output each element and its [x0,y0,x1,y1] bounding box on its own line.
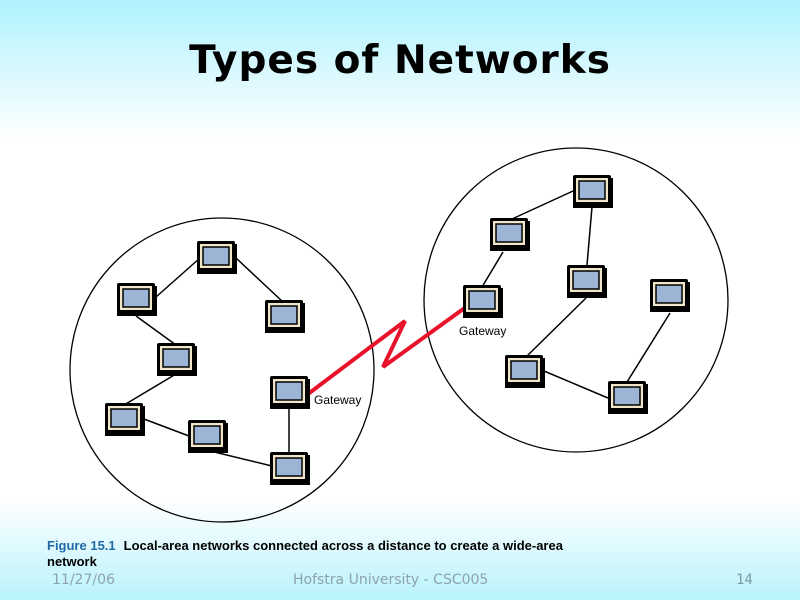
left-lan-boundary [69,217,375,523]
computer-icon [504,354,546,389]
left-gateway-label: Gateway [314,393,361,407]
right-lan-boundary [423,147,729,453]
computer-icon [572,174,614,209]
right-gateway-label: Gateway [459,324,506,338]
computer-icon [269,451,311,486]
computer-icon [649,278,691,313]
computer-icon [116,282,158,317]
computer-icon [566,264,608,299]
gateway-computer-icon [269,375,311,410]
footer-date: 11/27/06 [52,572,115,588]
computer-icon [104,402,146,437]
computer-icon [489,217,531,252]
figure-caption-text: Local-area networks connected across a d… [47,538,563,569]
footer-course: Hofstra University - CSC005 [293,572,489,588]
figure-label: Figure 15.1 [47,538,116,553]
gateway-computer-icon [462,284,504,319]
computer-icon [607,380,649,415]
wan-link [306,305,468,396]
computer-icon [156,342,198,377]
slide-title: Types of Networks [189,38,611,83]
computer-icon [196,240,238,275]
computer-icon [264,299,306,334]
page-number: 14 [736,572,753,588]
left-lan-links [123,257,290,467]
computer-icon [187,419,229,454]
right-lan-links [481,190,671,399]
